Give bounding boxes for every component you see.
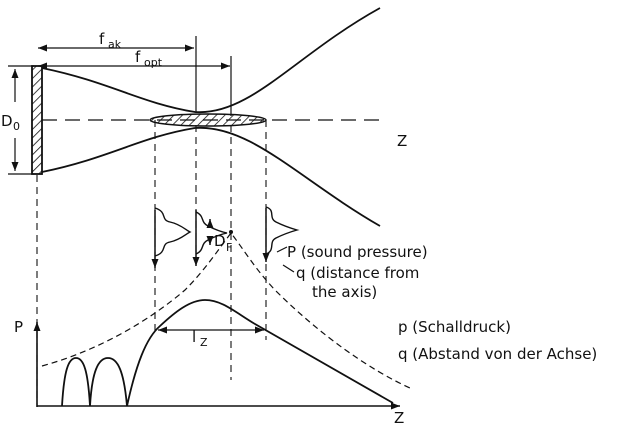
beam-upper-edge	[41, 7, 381, 113]
focal-zone-length-label: l	[192, 328, 196, 346]
beam-lower-edge	[41, 127, 381, 227]
focal-width-label: D	[214, 232, 226, 250]
focal-width-marker	[206, 219, 233, 245]
focal-zone-length-sub: Z	[200, 336, 208, 349]
acoustic-focal-length-sub: ak	[108, 38, 122, 51]
lateral-profile-2	[192, 210, 228, 266]
pressure-axis-label: P	[14, 318, 23, 336]
z-axis-label-bottom: Z	[394, 409, 404, 424]
aperture-label: D	[1, 112, 13, 130]
aperture-label-sub: 0	[13, 120, 20, 133]
transducer-plate	[31, 65, 43, 175]
optimal-focal-length-sub: opt	[144, 56, 163, 69]
aperture-dimension	[8, 65, 34, 175]
lateral-profile-3	[262, 206, 300, 262]
distance-annotation-line1: q (distance from	[296, 264, 419, 282]
projection-lines	[36, 120, 267, 406]
sound-pressure-annotation: P (sound pressure)	[287, 243, 428, 261]
axial-pressure-curve	[61, 299, 394, 407]
focal-length-dimensions	[38, 36, 232, 116]
envelope-curve	[41, 232, 411, 389]
acoustic-focal-length-label: f	[99, 30, 105, 48]
focal-width-label-sub: F	[226, 241, 232, 254]
lateral-profile-1	[151, 207, 192, 268]
schalldruck-annotation: p (Schalldruck)	[398, 318, 511, 336]
abstand-annotation: q (Abstand von der Achse)	[398, 345, 597, 363]
optimal-focal-length-label: f	[135, 48, 141, 66]
axis-label-z-top: Z	[397, 132, 407, 150]
distance-annotation-line2: the axis)	[312, 283, 377, 301]
